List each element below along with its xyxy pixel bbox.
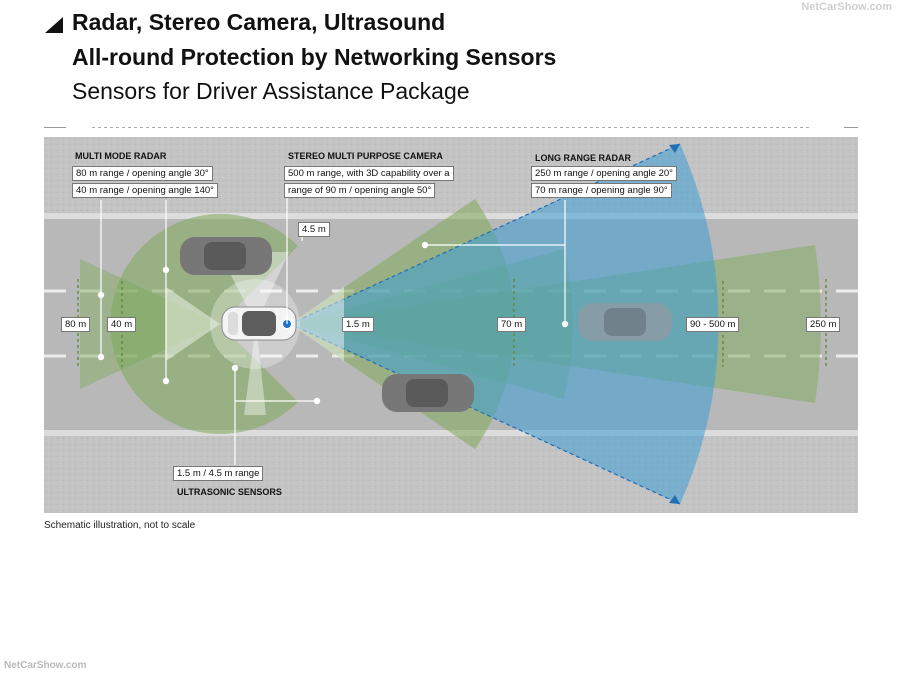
- long-range-radar-spec-1: 250 m range / opening angle 20°: [531, 166, 677, 181]
- ultrasonic-spec-1: 1.5 m / 4.5 m range: [173, 466, 264, 481]
- multi-mode-radar-spec-2: 40 m range / opening angle 140°: [72, 183, 218, 198]
- subtitle: Sensors for Driver Assistance Package: [72, 78, 470, 104]
- distance-1-5m: 1.5 m: [342, 317, 374, 332]
- distance-4-5m: 4.5 m: [298, 222, 330, 237]
- watermark-bottom: NetCarShow.com: [4, 660, 87, 671]
- sensor-diagram: MULTI MODE RADAR 80 m range / opening an…: [44, 137, 858, 513]
- long-range-radar-spec-2: 70 m range / opening angle 90°: [531, 183, 672, 198]
- ultrasonic-heading: ULTRASONIC SENSORS: [177, 487, 282, 497]
- car-right: [578, 303, 672, 341]
- title-triangle-icon: [45, 17, 63, 33]
- car-upper-left: [180, 237, 272, 275]
- distance-80m: 80 m: [61, 317, 91, 332]
- multi-mode-radar-heading: MULTI MODE RADAR: [75, 151, 167, 161]
- multi-mode-radar-spec-1: 80 m range / opening angle 30°: [72, 166, 213, 181]
- ultrasonic-rear-cone: [166, 287, 220, 361]
- camera-beam-edge-lower: [289, 323, 681, 505]
- title-line-1: Radar, Stereo Camera, Ultrasound: [72, 9, 446, 35]
- ultrasonic-side-lower: [244, 324, 266, 415]
- stereo-camera-heading: STEREO MULTI PURPOSE CAMERA: [288, 151, 443, 161]
- distance-250m: 250 m: [806, 317, 841, 332]
- title-line-2: All-round Protection by Networking Senso…: [72, 44, 557, 70]
- distance-90-500m: 90 - 500 m: [686, 317, 740, 332]
- distance-70m: 70 m: [497, 317, 527, 332]
- stereo-camera-spec-2: range of 90 m / opening angle 50°: [284, 183, 436, 198]
- curb-bottom: [44, 430, 858, 436]
- stereo-camera-spec-1: 500 m range, with 3D capability over a: [284, 166, 454, 181]
- watermark-top: NetCarShow.com: [801, 1, 892, 13]
- long-range-radar-heading: LONG RANGE RADAR: [535, 153, 631, 163]
- car-lower-middle: [382, 374, 474, 412]
- distance-40m: 40 m: [107, 317, 137, 332]
- dashed-separator: [44, 127, 858, 128]
- multi-mode-radar-narrow-rear: [80, 259, 220, 389]
- caption: Schematic illustration, not to scale: [44, 520, 196, 531]
- roadside-bottom: [44, 435, 858, 513]
- ultrasonic-front-cone: [290, 287, 344, 361]
- ego-car: [221, 306, 297, 341]
